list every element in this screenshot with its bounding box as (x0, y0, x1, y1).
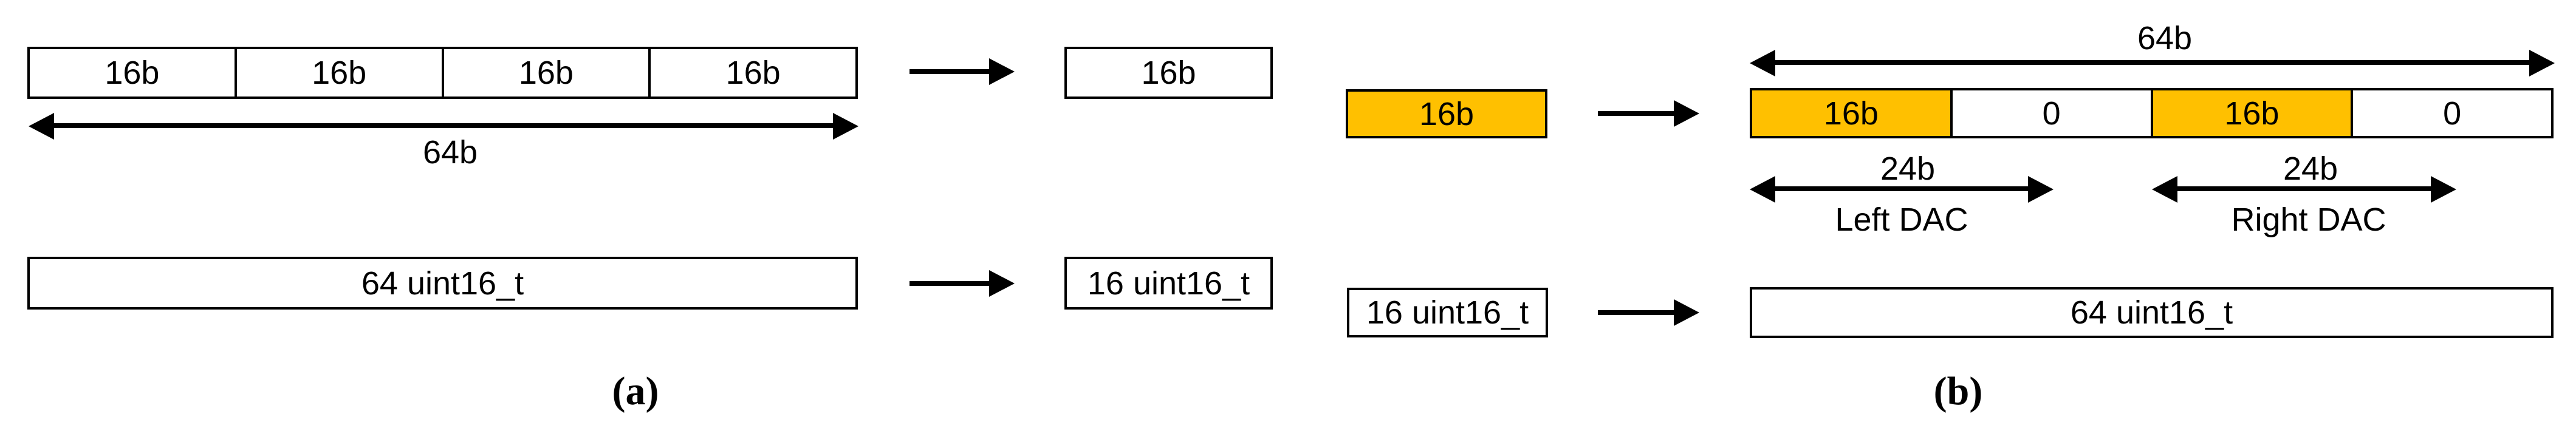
panel-b-word-cell-3: 16b (2150, 90, 2351, 136)
cell-label: 16b (1823, 95, 1879, 132)
panel-b-input-buffer-box: 16 uint16_t (1347, 288, 1548, 337)
packed-buffer-label: 64 uint16_t (2070, 294, 2233, 331)
panel-a-extracted-buffer-box: 16 uint16_t (1064, 257, 1273, 310)
panel-b-word-cell-4: 0 (2351, 90, 2551, 136)
panel-a-caption: (a) (612, 369, 659, 413)
panel-a-extracted-sample-box: 16b (1064, 47, 1273, 99)
panel-b-word-cell-1: 16b (1752, 90, 1950, 136)
panel-a-word-cell-2: 16b (234, 49, 442, 97)
extracted-sample-label: 16b (1141, 55, 1196, 91)
input-buffer-label: 16 uint16_t (1366, 294, 1529, 331)
panel-a-source-buffer-box: 64 uint16_t (27, 257, 858, 310)
cell-label: 0 (2042, 95, 2061, 132)
input-sample-label: 16b (1419, 95, 1475, 132)
panel-b-left-dac-label: Left DAC (1835, 202, 1968, 238)
panel-b-right-dac-label: Right DAC (2231, 202, 2386, 238)
panel-a-word-cell-4: 16b (648, 49, 855, 97)
cell-label: 16b (312, 55, 367, 91)
panel-b-64b-width-label: 64b (2137, 20, 2193, 56)
panel-a-word-cell-1: 16b (30, 49, 235, 97)
panel-b-word-cell-2: 0 (1950, 90, 2151, 136)
panel-a-word-cell-3: 16b (441, 49, 649, 97)
panel-b-caption: (b) (1933, 369, 1983, 413)
source-buffer-label: 64 uint16_t (361, 265, 524, 302)
panel-b-left-24b-label: 24b (1880, 151, 1936, 187)
panel-a-64b-width-label: 64b (422, 134, 478, 171)
panel-b-input-sample-box: 16b (1346, 89, 1547, 138)
panel-b-packed-word-box: 16b 0 16b 0 (1750, 88, 2554, 138)
cell-label: 0 (2443, 95, 2462, 132)
extracted-buffer-label: 16 uint16_t (1087, 265, 1250, 302)
panel-b-right-24b-label: 24b (2283, 151, 2338, 187)
cell-label: 16b (518, 55, 574, 91)
cell-label: 16b (725, 55, 781, 91)
panel-a-source-word-box: 16b 16b 16b 16b (27, 47, 858, 99)
cell-label: 16b (104, 55, 160, 91)
cell-label: 16b (2224, 95, 2280, 132)
panel-b-packed-buffer-box: 64 uint16_t (1750, 287, 2554, 338)
